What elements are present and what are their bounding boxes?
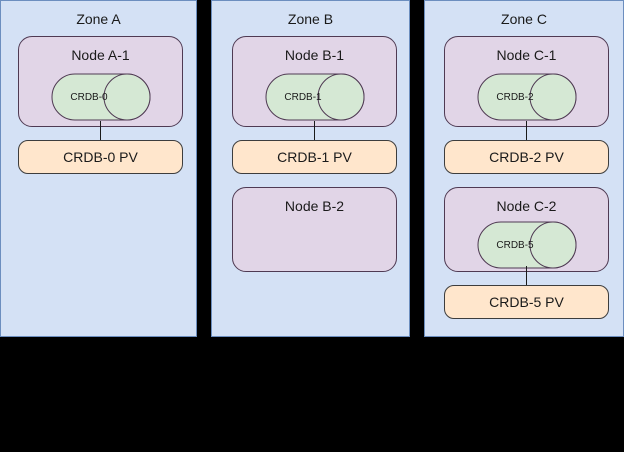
node-b-1-title: Node B-1 [284, 47, 345, 63]
node-c-2-title: Node C-2 [496, 198, 557, 214]
node-a-1-title: Node A-1 [71, 47, 130, 63]
node-c-2: Node C-2 CRDB-5 [444, 187, 609, 272]
connector-node-b-1-to-crdb-1-pv [314, 121, 315, 141]
node-a-1: Node A-1 CRDB-0 [18, 36, 183, 127]
pv-crdb-2: CRDB-2 PV [444, 140, 609, 174]
database-cylinder-crdb-1: CRDB-1 [265, 73, 365, 121]
zone-a: Zone A Node A-1 CRDB-0 CRDB-0 PV [0, 0, 197, 337]
database-cylinder-crdb-0: CRDB-0 [51, 73, 151, 121]
zone-a-title: Zone A [76, 11, 121, 27]
connector-node-a-1-to-crdb-0-pv [100, 121, 101, 141]
zone-c: Zone C Node C-1 CRDB-2 CRDB-2 PV Node C-… [424, 0, 624, 337]
connector-node-c-2-to-crdb-5-pv [526, 266, 527, 286]
database-cylinder-crdb-5: CRDB-5 [477, 221, 577, 269]
node-b-1: Node B-1 CRDB-1 [232, 36, 397, 127]
node-b-2: Node B-2 [232, 187, 397, 272]
node-c-1-title: Node C-1 [496, 47, 557, 63]
zone-b: Zone B Node B-1 CRDB-1 CRDB-1 PV Node B-… [211, 0, 410, 337]
pv-crdb-1: CRDB-1 PV [232, 140, 397, 174]
zone-b-title: Zone B [287, 11, 334, 27]
pv-crdb-0: CRDB-0 PV [18, 140, 183, 174]
zone-c-title: Zone C [501, 11, 547, 27]
node-b-2-title: Node B-2 [284, 198, 345, 214]
connector-node-c-1-to-crdb-2-pv [526, 121, 527, 141]
pv-crdb-5: CRDB-5 PV [444, 285, 609, 319]
node-c-1: Node C-1 CRDB-2 [444, 36, 609, 127]
database-cylinder-crdb-2: CRDB-2 [477, 73, 577, 121]
